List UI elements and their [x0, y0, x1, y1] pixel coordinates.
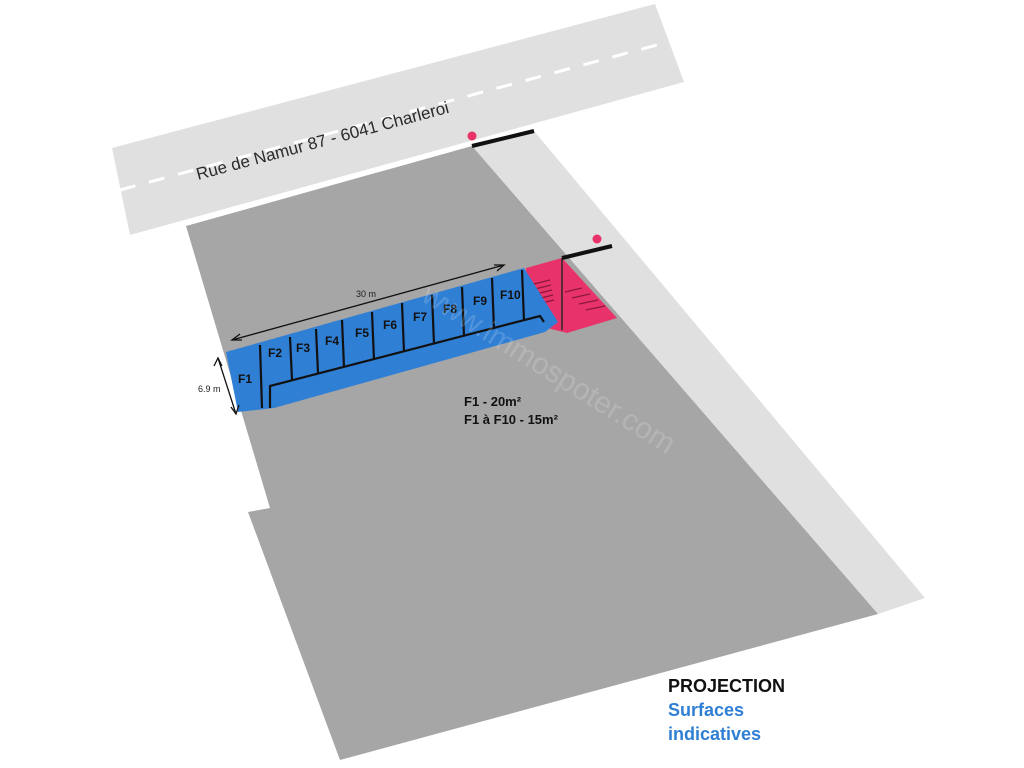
legend-line-surfaces: Surfaces [668, 700, 745, 720]
access-line-street [471, 129, 535, 148]
projection-legend: PROJECTION Surfaces indicatives [668, 674, 785, 746]
unit-label-f10: F10 [500, 288, 521, 302]
access-marker-lane [592, 234, 602, 244]
road-centerline [119, 40, 669, 192]
length-dimension-label: 30 m [356, 289, 376, 299]
surface-label-f1: F1 - 20m² [464, 394, 522, 409]
unit-label-f9: F9 [473, 294, 487, 308]
unit-label-f5: F5 [355, 326, 369, 340]
access-marker-street [467, 131, 477, 141]
unit-label-f7: F7 [413, 310, 427, 324]
legend-line-indicatives: indicatives [668, 724, 762, 744]
length-dimension-arrow [230, 264, 506, 341]
unit-labels: F1 F2 F3 F4 F5 F6 F7 F8 F9 F10 [238, 288, 521, 386]
width-dimension-arrow [213, 356, 240, 416]
lot-parcel [186, 146, 878, 760]
width-dimension-label: 6.9 m [198, 384, 221, 394]
unit-label-f1: F1 [238, 372, 252, 386]
legend-title: PROJECTION [668, 676, 786, 696]
surface-label-f1-f10: F1 à F10 - 15m² [464, 412, 559, 427]
unit-label-f3: F3 [296, 341, 310, 355]
unit-label-f8: F8 [443, 302, 457, 316]
unit-label-f2: F2 [268, 346, 282, 360]
unit-partitions [258, 269, 545, 409]
unit-label-f6: F6 [383, 318, 397, 332]
unit-label-f4: F4 [325, 334, 339, 348]
access-line-lane [561, 244, 613, 260]
street-road [112, 4, 684, 235]
